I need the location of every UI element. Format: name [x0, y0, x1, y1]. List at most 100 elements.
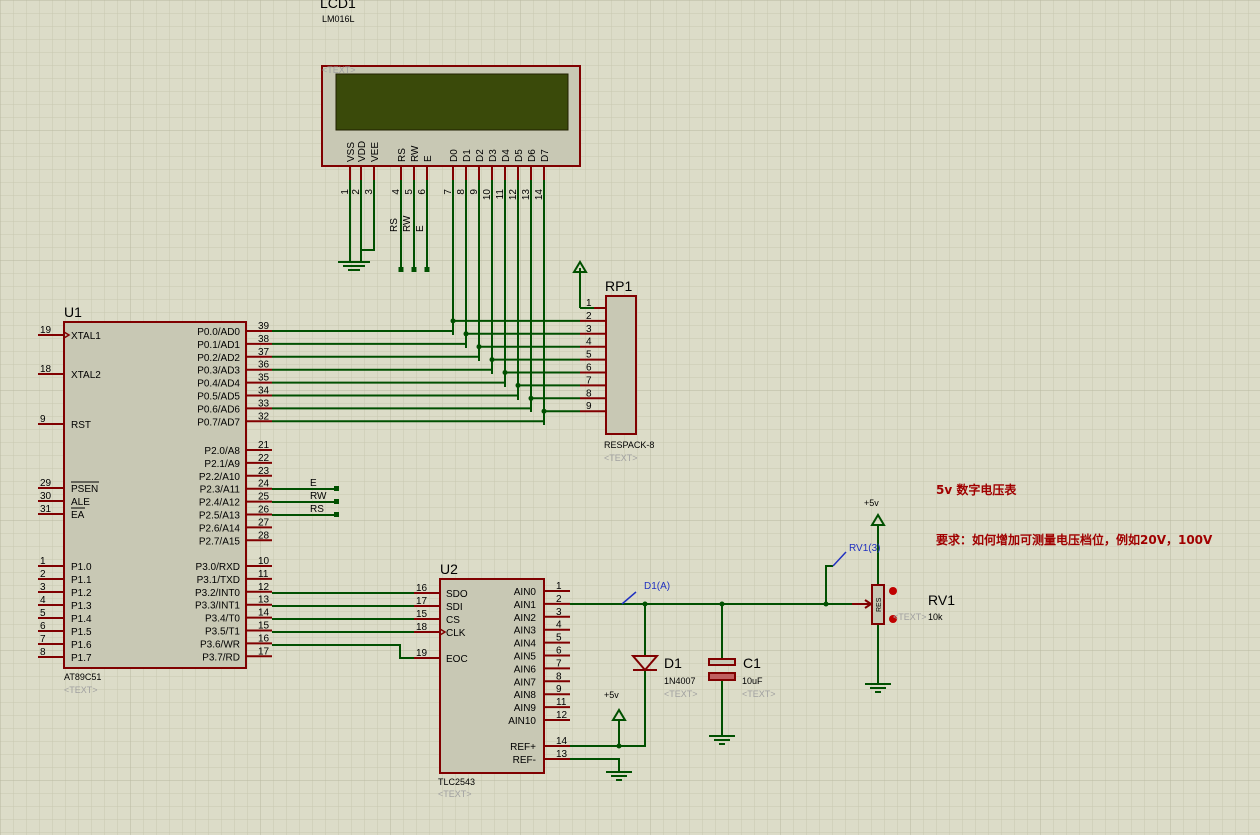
lcd-pin-number: 10 — [482, 189, 493, 201]
respack-body[interactable] — [605, 295, 637, 435]
adc-pin-name: AIN6 — [514, 664, 537, 675]
capacitor-plate-icon — [708, 658, 736, 666]
respack-pin-number: 6 — [586, 363, 592, 374]
vcc-arrow-icon — [611, 708, 627, 721]
mcu-pin-name: P0.5/AD5 — [197, 392, 240, 403]
lcd-pin-number: 6 — [417, 189, 428, 195]
lcd-pin-name: VSS — [346, 142, 357, 162]
mcu-pin-number: 31 — [40, 504, 52, 515]
mcu-pin-number: 2 — [40, 569, 46, 580]
vcc-adc: +5v — [604, 690, 627, 721]
respack-pin-number: 4 — [586, 337, 592, 348]
adc-pin-name: AIN3 — [514, 626, 537, 637]
adc-pin-name: AIN4 — [514, 639, 537, 650]
lcd-pin-number: 5 — [404, 189, 415, 195]
mcu-pin-name: P3.2/INT0 — [195, 588, 240, 599]
lcd-pin-name: D0 — [449, 149, 460, 162]
mcu-pin-name: P3.4/T0 — [205, 614, 240, 625]
adc-pin-name: EOC — [446, 654, 468, 665]
p0-bus-wires — [272, 318, 580, 423]
adc-pin-name: REF+ — [510, 742, 536, 753]
mcu-pin-number: 23 — [258, 466, 270, 477]
respack-part: RESPACK-8 — [604, 440, 654, 450]
respack-pin-number: 2 — [586, 311, 592, 322]
lcd-pin-number: 13 — [521, 189, 532, 201]
pot-body-text: RES — [876, 597, 883, 612]
adc-pin-name: AIN5 — [514, 652, 537, 663]
pot-dec-icon[interactable] — [889, 615, 897, 623]
adc-pin-number: 1 — [556, 581, 562, 592]
respack-pin-number: 3 — [586, 324, 592, 335]
mcu-pin-name: P2.0/A8 — [204, 446, 240, 457]
adc-pin-number: 9 — [556, 684, 562, 695]
diode-component[interactable]: D1 1N4007 <TEXT> — [630, 655, 698, 699]
pot-probe[interactable]: RV1(3) — [832, 543, 881, 567]
adc-component[interactable]: U2 TLC2543 <TEXT> 16SDO17SDI15CS18CLK19E… — [414, 561, 570, 799]
lcd-pin-name: D7 — [540, 149, 551, 162]
mcu-left-pins: 19XTAL118XTAL29RST29PSEN30ALE31EA1P1.02P… — [38, 325, 101, 664]
lcd-pin-number: 4 — [391, 189, 402, 195]
mcu-pin-number: 19 — [40, 325, 52, 336]
mcu-pin-name: P0.2/AD2 — [197, 353, 240, 364]
lcd-pin-number: 7 — [443, 189, 454, 195]
note-requirement: 要求：如何增加可测量电压档位，例如20V，100V — [936, 532, 1213, 547]
lcd-net-label: E — [415, 225, 426, 232]
mcu-pin-name: P0.3/AD3 — [197, 366, 240, 377]
lcd-component[interactable]: LCD1 LM016L <TEXT> VSS1VDD2VEE3RS4RW5E6D… — [320, 0, 581, 272]
probe-arrow-icon — [832, 551, 847, 567]
mcu-right-pins: 39P0.0/AD038P0.1/AD137P0.2/AD236P0.3/AD3… — [195, 321, 272, 663]
adc-pin-name: AIN8 — [514, 690, 537, 701]
mcu-pin-number: 35 — [258, 373, 270, 384]
mcu-pin-name: P2.5/A13 — [199, 511, 241, 522]
pot-inc-icon[interactable] — [889, 587, 897, 595]
lcd-text-tag: <TEXT> — [322, 65, 356, 75]
capacitor-ref: C1 — [743, 655, 761, 671]
mcu-pin-name: P2.1/A9 — [204, 459, 240, 470]
lcd-net-label: RS — [389, 218, 400, 232]
mcu-pin-number: 32 — [258, 411, 270, 422]
mcu-pin-name: P2.3/A11 — [200, 485, 241, 496]
adc-pin-name: AIN1 — [514, 600, 537, 611]
capacitor-plate-neg-icon — [708, 672, 736, 681]
adc-pin-number: 6 — [556, 646, 562, 657]
mcu-pin-number: 28 — [258, 530, 270, 541]
mcu-pin-number: 27 — [258, 517, 270, 528]
mcu-pin-number: 11 — [258, 569, 269, 580]
clock-icon — [439, 628, 447, 636]
lcd-ref: LCD1 — [320, 0, 356, 11]
lcd-part: LM016L — [322, 14, 355, 24]
mcu-pin-number: 14 — [258, 608, 270, 619]
mcu-pin-number: 25 — [258, 492, 270, 503]
analog-wiring — [570, 525, 891, 781]
mcu-pin-name: P3.1/TXD — [197, 575, 240, 586]
probe-arrow-icon — [621, 591, 637, 605]
mcu-pin-number: 4 — [40, 595, 46, 606]
mcu-pin-number: 37 — [258, 347, 270, 358]
mcu-pin-name: P3.7/RD — [202, 652, 240, 663]
mcu-pin-number: 26 — [258, 505, 270, 516]
adc-pin-name: AIN0 — [514, 587, 537, 598]
respack-text-tag: <TEXT> — [604, 453, 638, 463]
capacitor-component[interactable]: C1 10uF <TEXT> — [708, 655, 776, 699]
net-label-rs: RS — [310, 504, 324, 515]
adc-pin-name: CLK — [446, 628, 466, 639]
adc-pin-number: 12 — [556, 710, 568, 721]
mcu-pin-number: 38 — [258, 334, 270, 345]
mcu-component[interactable]: U1 AT89C51 <TEXT> 19XTAL118XTAL29RST29PS… — [38, 304, 272, 695]
diode-probe[interactable]: D1(A) — [621, 581, 670, 605]
adc-text-tag: <TEXT> — [438, 789, 472, 799]
mcu-pin-number: 33 — [258, 398, 270, 409]
mcu-pin-number: 13 — [258, 595, 270, 606]
pot-ref: RV1 — [928, 592, 955, 608]
adc-part: TLC2543 — [438, 777, 475, 787]
adc-body[interactable] — [439, 578, 545, 774]
mcu-pin-name: P0.7/AD7 — [197, 417, 240, 428]
mcu-pin-name: P3.5/T1 — [205, 627, 240, 638]
mcu-body[interactable] — [63, 321, 247, 669]
mcu-ref: U1 — [64, 304, 82, 320]
mcu-pin-name: P0.4/AD4 — [197, 379, 240, 390]
pot-component[interactable]: RES RV1 10k <TEXT> — [852, 584, 955, 625]
